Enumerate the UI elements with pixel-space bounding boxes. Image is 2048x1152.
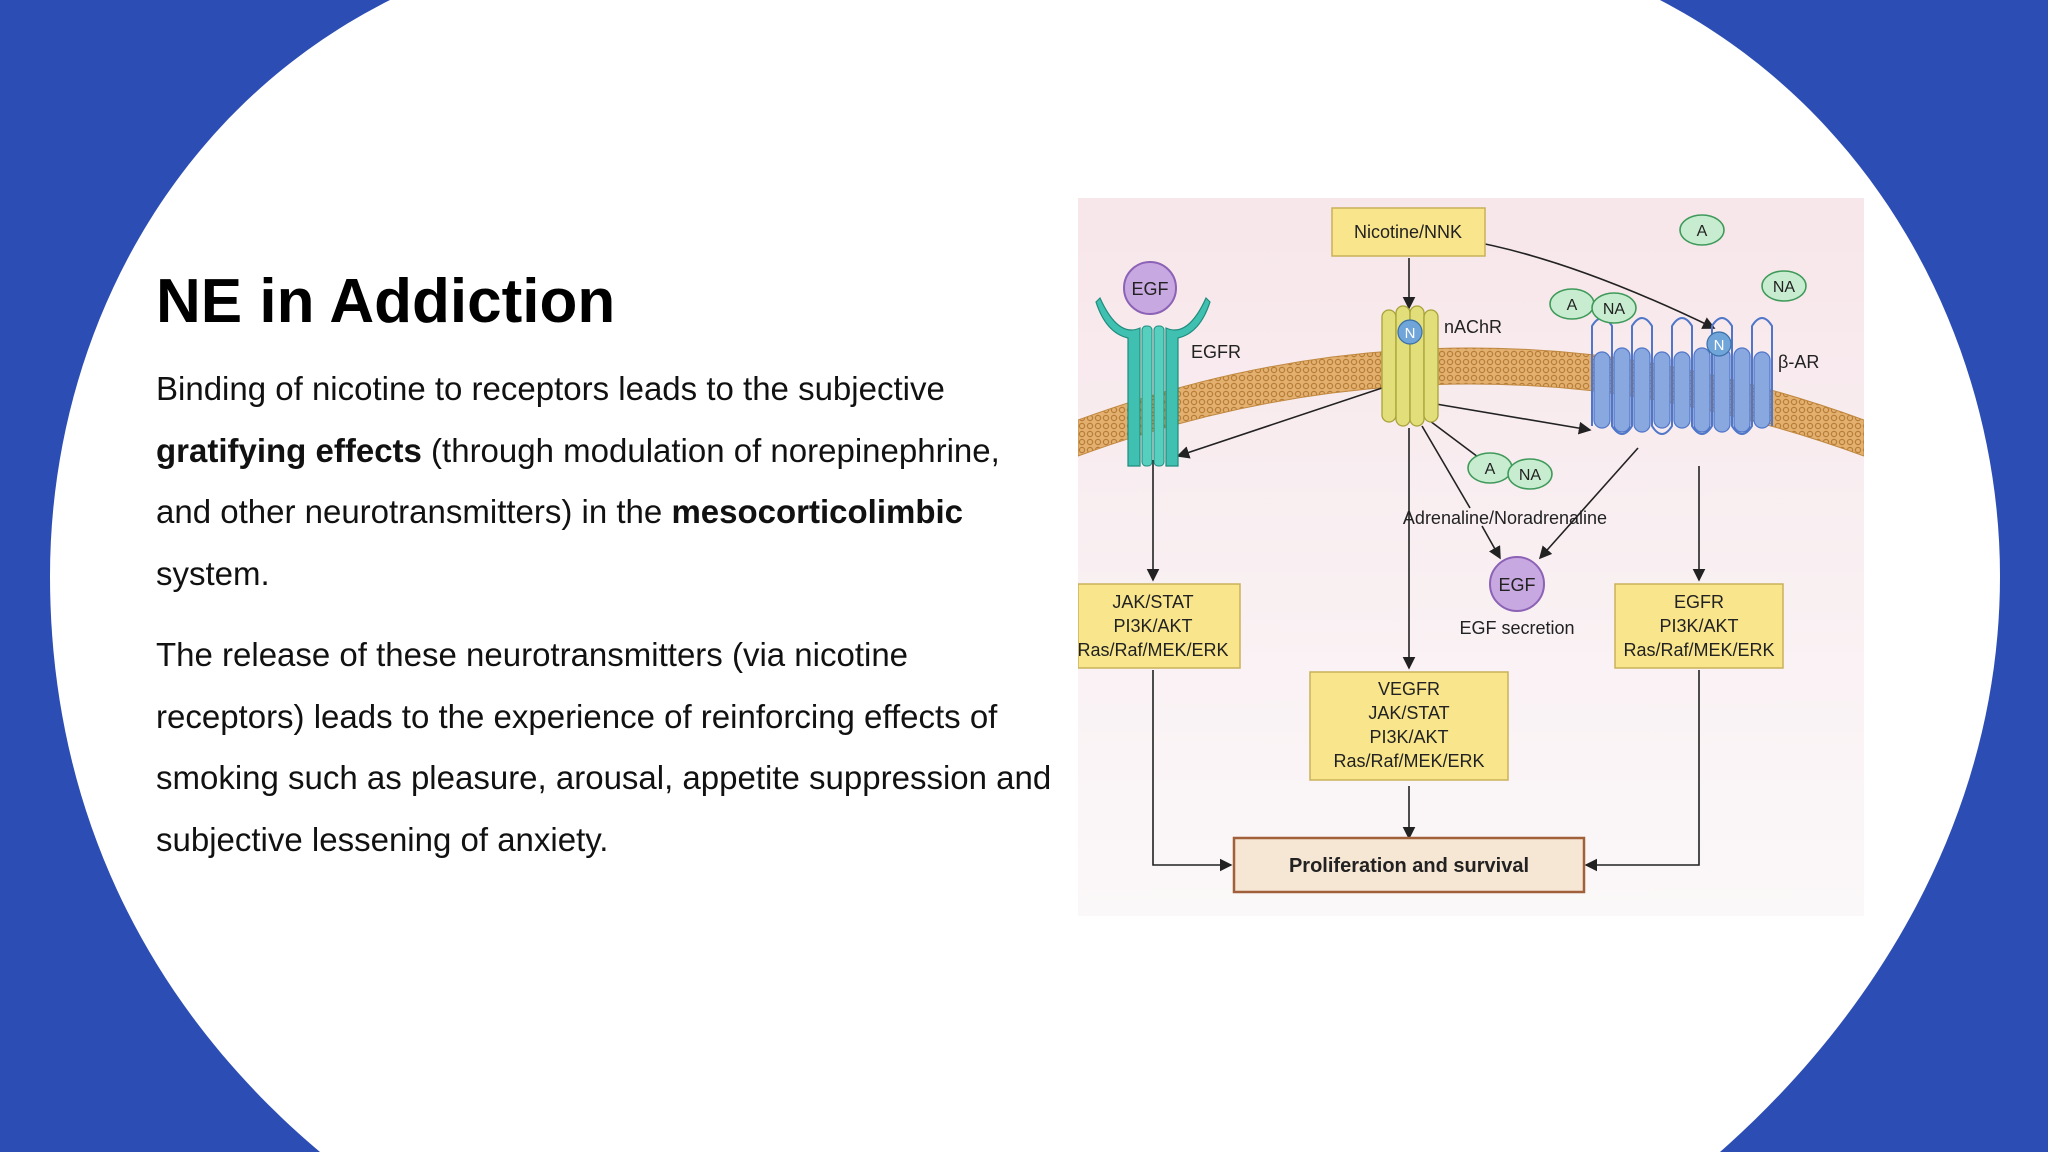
right-box-line-1: EGFR bbox=[1674, 592, 1724, 612]
egf-secreted-label: EGF bbox=[1498, 575, 1535, 595]
nicotine-label: Nicotine/NNK bbox=[1354, 222, 1462, 242]
diagram-background bbox=[1078, 198, 1864, 916]
paragraph-neurotransmitter-release: The release of these neurotransmitters (… bbox=[156, 636, 1052, 858]
beta-ar-binding-site-icon bbox=[1706, 331, 1732, 357]
free-na-ligand bbox=[1761, 270, 1807, 302]
free-na-label: NA bbox=[1773, 279, 1796, 296]
left-pathway-box bbox=[1078, 583, 1241, 669]
bound-na-ligand bbox=[1591, 292, 1637, 324]
para1-bold-gratifying: gratifying effects bbox=[156, 431, 422, 469]
egf-secreted-circle bbox=[1489, 556, 1545, 612]
mid-na-ligand bbox=[1507, 458, 1553, 490]
right-box-line-2: PI3K/AKT bbox=[1659, 616, 1738, 636]
mid-na-label: NA bbox=[1519, 467, 1542, 484]
center-box-line-4: Ras/Raf/MEK/ERK bbox=[1333, 751, 1484, 771]
paragraph-binding-nicotine: Binding of nicotine to receptors leads t… bbox=[156, 358, 1056, 604]
para1-text-1: Binding of nicotine to receptors leads t… bbox=[156, 370, 945, 407]
beta-ar-label: β-AR bbox=[1778, 352, 1819, 372]
nachr-binding-site-icon bbox=[1397, 319, 1423, 345]
beta-ar-n-label: N bbox=[1714, 337, 1725, 354]
nachr-n-label: N bbox=[1405, 325, 1416, 342]
egf-ligand-circle bbox=[1123, 261, 1177, 315]
egfr-receptor bbox=[1095, 296, 1211, 467]
adrenaline-label: Adrenaline/Noradrenaline bbox=[1403, 508, 1607, 528]
free-a-label: A bbox=[1697, 223, 1708, 240]
left-box-line-3: Ras/Raf/MEK/ERK bbox=[1078, 640, 1229, 660]
free-a-ligand bbox=[1679, 214, 1725, 246]
nicotine-signaling-diagram: EGF EGFR Nicotine/NNK N nAChR N β-AR A N… bbox=[1078, 198, 1864, 916]
egfr-label: EGFR bbox=[1191, 342, 1241, 362]
nicotine-box bbox=[1331, 207, 1486, 257]
left-box-line-1: JAK/STAT bbox=[1112, 592, 1193, 612]
egf-secretion-label: EGF secretion bbox=[1459, 618, 1574, 638]
para1-text-2: (through modulation of norepinephrine, a… bbox=[156, 431, 1000, 531]
right-box-line-3: Ras/Raf/MEK/ERK bbox=[1623, 640, 1774, 660]
nachr-label: nAChR bbox=[1444, 317, 1502, 337]
para1-text-3: system. bbox=[156, 554, 270, 592]
mid-a-label: A bbox=[1485, 461, 1496, 478]
slide-title: NE in Addiction bbox=[156, 267, 616, 336]
outcome-label: Proliferation and survival bbox=[1289, 855, 1529, 877]
outcome-box bbox=[1232, 836, 1586, 894]
bound-a-label: A bbox=[1567, 297, 1578, 314]
egf-ligand-label: EGF bbox=[1131, 279, 1168, 299]
center-box-line-1: VEGFR bbox=[1378, 679, 1440, 699]
left-box-line-2: PI3K/AKT bbox=[1113, 616, 1192, 636]
beta-ar-receptor bbox=[1591, 317, 1773, 435]
center-box-line-3: PI3K/AKT bbox=[1369, 727, 1448, 747]
para1-bold-mesocorticolimbic: mesocorticolimbic bbox=[671, 493, 964, 530]
bound-na-label: NA bbox=[1603, 301, 1626, 318]
right-pathway-box bbox=[1614, 583, 1784, 669]
center-pathway-box bbox=[1309, 671, 1509, 781]
center-box-line-2: JAK/STAT bbox=[1368, 703, 1449, 723]
beta-ar-helices bbox=[1593, 347, 1771, 433]
